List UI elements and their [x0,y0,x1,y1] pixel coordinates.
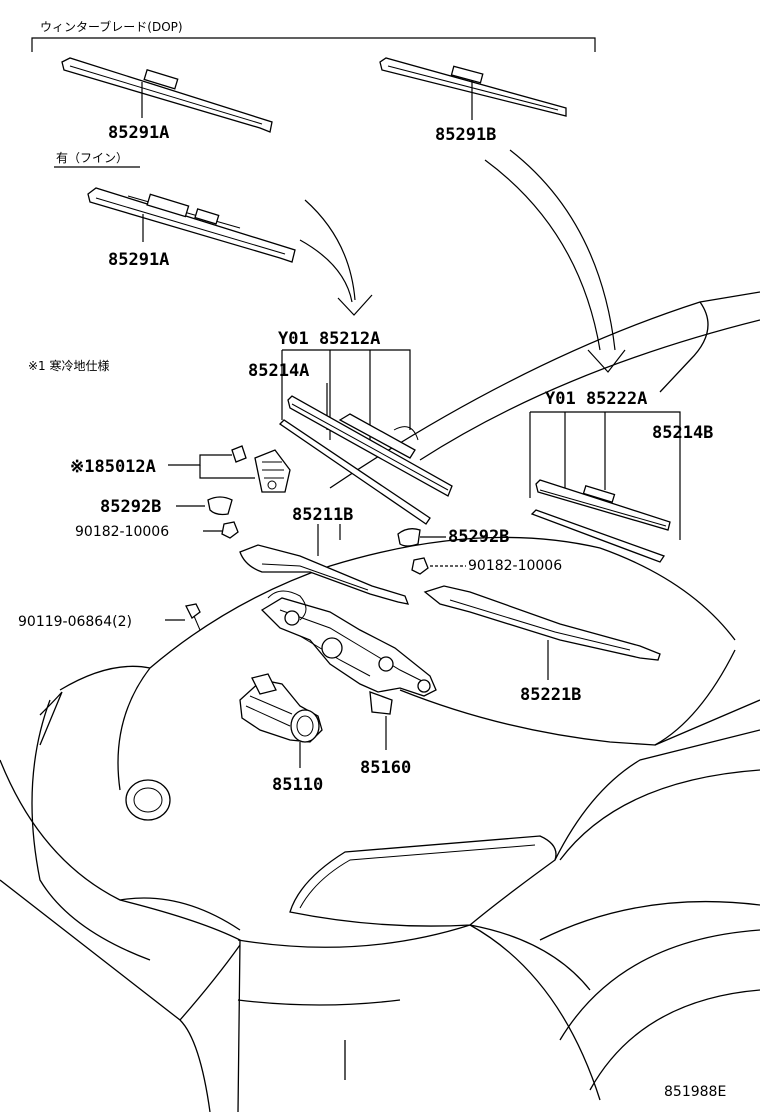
wiper-arm-85221b [423,585,661,680]
label-y01-85222a: Y01 85222A [545,389,647,409]
label-85221b: 85221B [520,685,581,705]
label-90119: 90119-06864(2) [18,614,132,630]
with-fin-note: 有（フイン） [56,151,128,165]
wiper-link-85160 [260,590,437,750]
curved-arrow-left [299,199,373,316]
car-body-outline [0,291,760,1112]
label-85292b-left: 85292B [100,497,161,517]
wiper-arm-85211b [239,524,410,605]
part-85292b-right [397,528,446,547]
wiper-blade-85222a [529,411,681,563]
label-85211b: 85211B [292,505,353,525]
label-85110: 85110 [272,775,323,795]
label-85292b-right: 85292B [448,527,509,547]
label-90182-right: 90182-10006 [468,558,562,574]
curved-arrow-right [484,149,626,373]
label-85291a-top: 85291A [108,123,169,143]
label-85012a: ※185012A [70,457,156,477]
label-85160: 85160 [360,758,411,778]
label-90182-left: 90182-10006 [75,524,169,540]
wiper-motor-85110 [239,673,323,768]
label-85291b: 85291B [435,125,496,145]
cold-spec-note: ※1 寒冷地仕様 [28,358,110,373]
part-85012a [168,445,291,493]
label-85291a-fin: 85291A [108,250,169,270]
wiper-blade-85291a-top [61,57,273,133]
wiper-blade-85291a-fin [87,187,296,263]
part-85292b-left [176,496,233,516]
wiper-blade-85212a [278,349,453,525]
part-90182-left [203,521,239,539]
part-90119-bolt [165,603,201,631]
winter-blade-note: ウィンターブレード(DOP) [40,19,183,34]
part-90182-right [411,557,466,575]
label-85214a: 85214A [248,361,309,381]
wiper-blade-85291b [379,57,567,120]
diagram-code: 851988E [664,1084,726,1100]
winter-blade-bracket [31,37,596,52]
label-y01-85212a: Y01 85212A [278,329,380,349]
label-85214b: 85214B [652,423,713,443]
